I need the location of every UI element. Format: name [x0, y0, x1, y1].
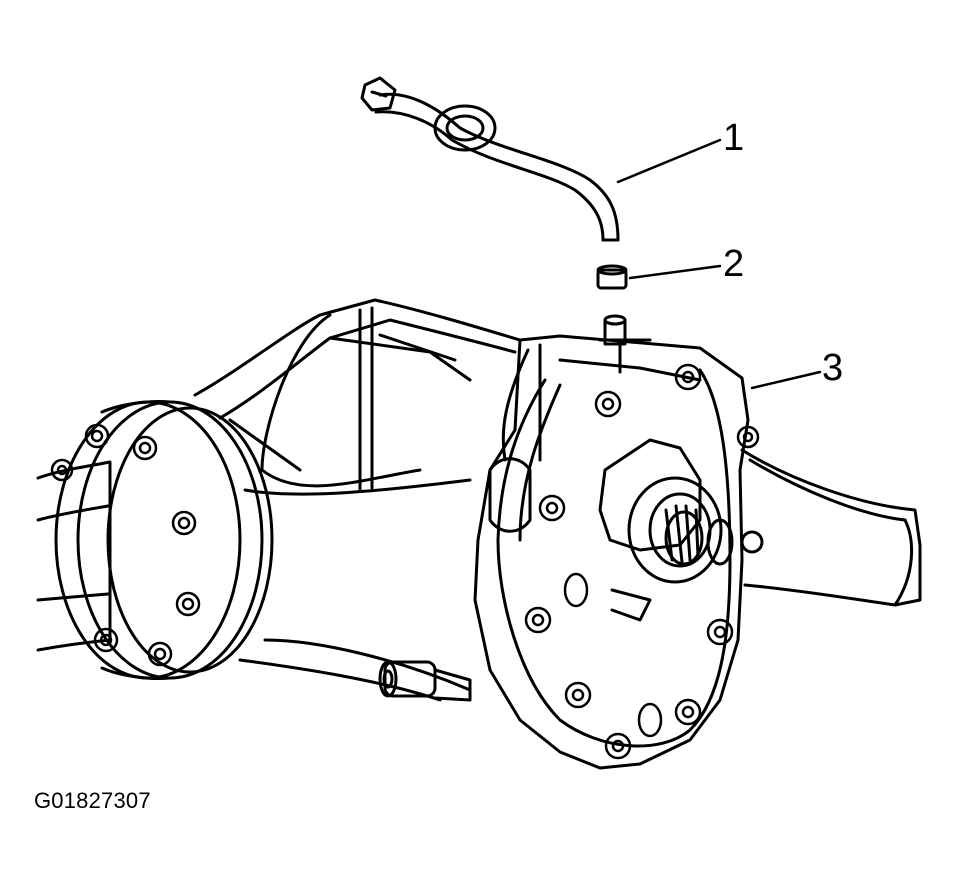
callout-1: 1 — [723, 117, 744, 159]
callout-3: 3 — [822, 347, 843, 389]
right-axle-strap — [740, 448, 922, 607]
cover-bolts — [524, 363, 760, 760]
vent-hose — [360, 76, 620, 242]
axle-flange — [54, 400, 274, 680]
flange-bolts — [50, 423, 201, 667]
output-shaft — [598, 438, 764, 622]
callout-leaders — [616, 138, 822, 390]
callout-2: 2 — [723, 243, 744, 285]
axle-housing-body — [193, 298, 522, 702]
hose-clamp — [596, 264, 628, 290]
figure-id: G01827307 — [34, 788, 151, 813]
differential-cover — [473, 314, 750, 770]
axle-tube — [36, 460, 112, 652]
